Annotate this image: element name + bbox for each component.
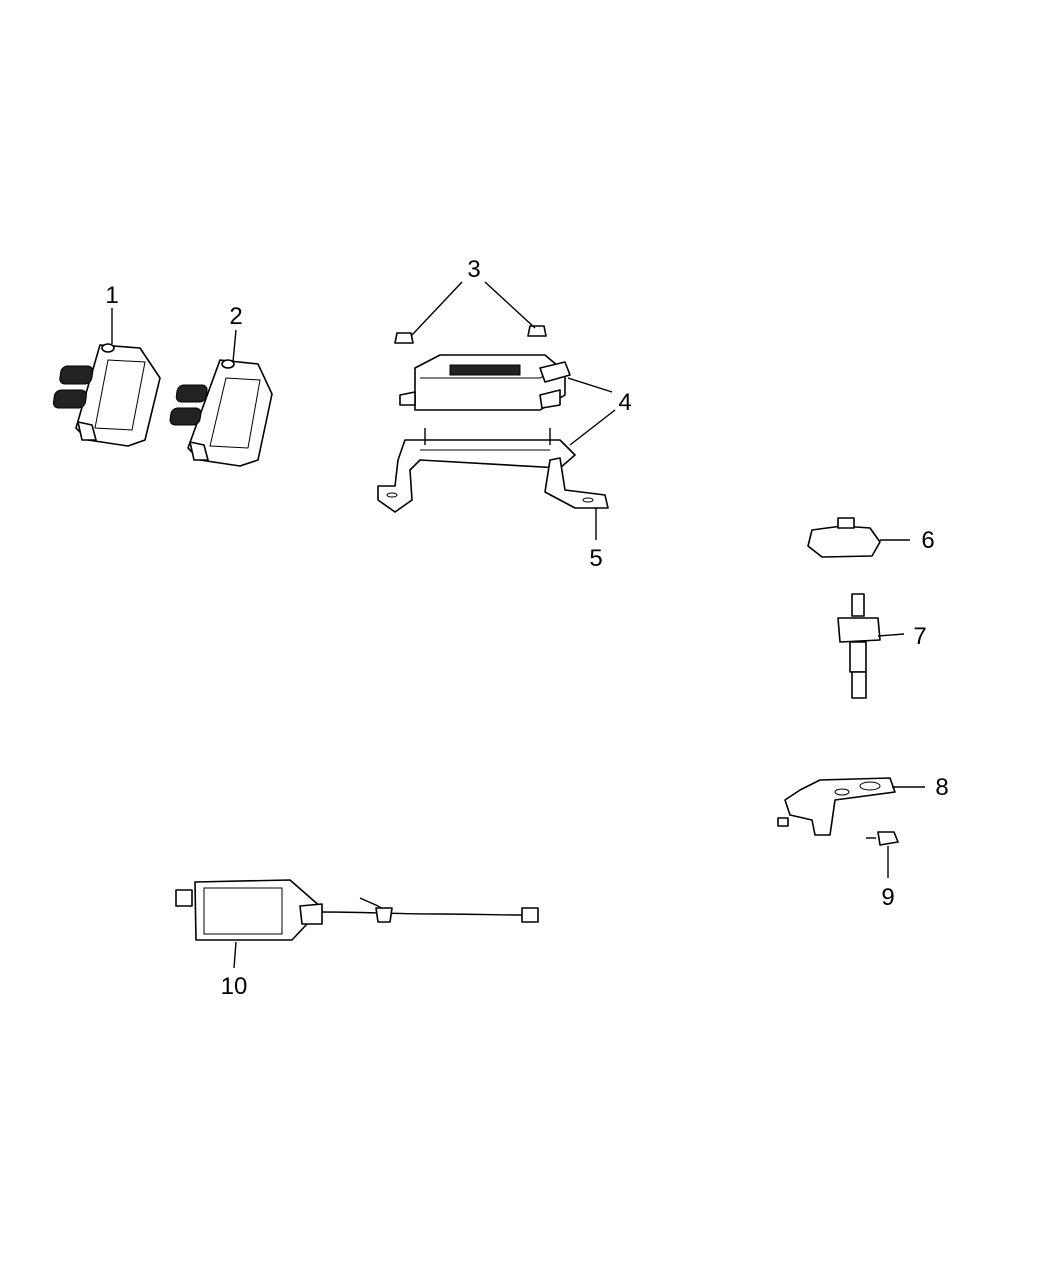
part-1-key-fob — [52, 343, 161, 447]
part-10-antenna-module — [175, 879, 539, 941]
callout-8: 8 — [935, 774, 948, 801]
part-9-bolt — [866, 831, 899, 846]
callout-3: 3 — [467, 256, 480, 283]
part-6-cap — [807, 517, 881, 558]
callout-9: 9 — [881, 884, 894, 911]
callout-6: 6 — [921, 527, 934, 554]
callout-1: 1 — [105, 282, 118, 309]
callout-10: 10 — [221, 973, 248, 1000]
leader-lines — [111, 281, 925, 969]
callout-5: 5 — [589, 545, 602, 572]
part-7-cylinder — [837, 593, 881, 699]
part-2-key-fob — [169, 359, 273, 467]
part-4-module — [399, 354, 571, 411]
callout-2: 2 — [229, 303, 242, 330]
part-8-bracket — [777, 777, 896, 836]
callout-7: 7 — [913, 623, 926, 650]
part-5-bracket — [377, 428, 609, 513]
callout-4: 4 — [618, 389, 631, 416]
part-3-nuts — [394, 325, 547, 344]
